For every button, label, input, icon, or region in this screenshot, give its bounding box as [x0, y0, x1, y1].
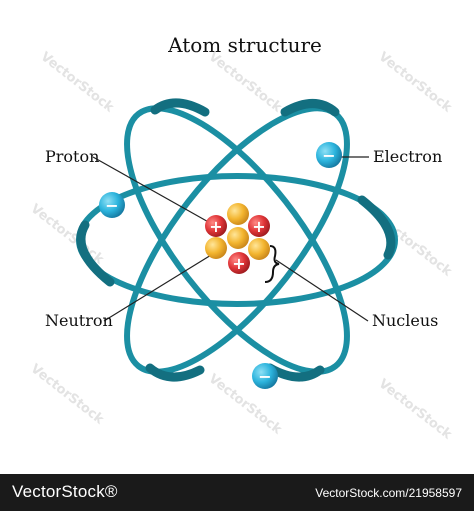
watermark: VectorStock: [376, 49, 455, 115]
orbit-tilted-left-thick-top: [280, 99, 340, 117]
orbit-tilted-right-thick-top: [150, 98, 210, 117]
nucleus: + + +: [205, 203, 270, 274]
orbit-horizontal-thick-left: [76, 220, 115, 287]
proton: +: [248, 215, 270, 237]
footer-image-id: VectorStock.com/21958597: [315, 486, 462, 500]
electron-label: Electron: [373, 147, 442, 166]
nucleus-leader-line: [275, 259, 369, 322]
electron: −: [99, 192, 125, 218]
nucleus-label: Nucleus: [372, 311, 438, 330]
minus-sign: −: [105, 196, 118, 215]
plus-sign: +: [232, 254, 245, 273]
atom-diagram: VectorStock VectorStock VectorStock Vect…: [28, 33, 455, 443]
plus-sign: +: [252, 217, 265, 236]
orbit-horizontal-thick-right: [357, 195, 396, 260]
footer-bar: VectorStock® VectorStock.com/21958597: [0, 474, 474, 511]
neutron: [227, 203, 249, 225]
proton-label: Proton: [45, 147, 99, 166]
proton: +: [228, 252, 250, 274]
proton-leader-line: [92, 156, 213, 225]
electrons: − − −: [99, 142, 342, 389]
watermark: VectorStock: [206, 49, 285, 115]
plus-sign: +: [209, 217, 222, 236]
leader-lines: [92, 156, 369, 322]
nucleus-bracket: [264, 245, 280, 283]
orbit-tilted-right: [124, 105, 350, 375]
neutron-label: Neutron: [45, 311, 113, 330]
neutron-leader-line: [103, 251, 217, 322]
neutron: [227, 227, 249, 249]
watermark: VectorStock: [28, 361, 107, 427]
proton: +: [205, 215, 227, 237]
minus-sign: −: [258, 367, 271, 386]
electron: −: [316, 142, 342, 168]
neutron: [205, 237, 227, 259]
orbit-tilted-left-thick-bottom: [145, 363, 205, 382]
watermark: VectorStock: [38, 49, 117, 115]
electron: −: [252, 363, 278, 389]
minus-sign: −: [322, 146, 335, 165]
diagram-title: Atom structure: [167, 33, 322, 57]
watermark: VectorStock: [376, 376, 455, 442]
footer-brand: VectorStock®: [12, 482, 118, 501]
neutron: [248, 238, 270, 260]
